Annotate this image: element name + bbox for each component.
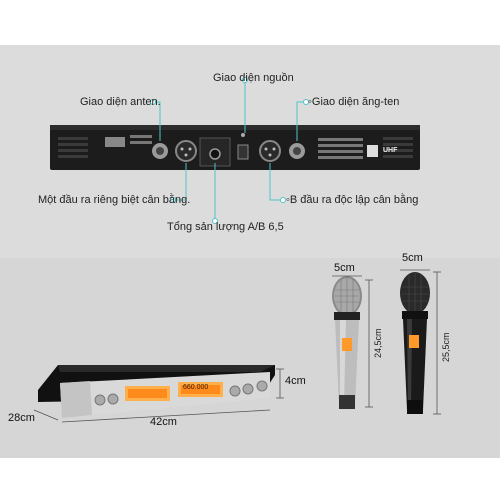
xlr-output-a [175, 140, 197, 162]
microphone-silver [332, 276, 362, 409]
receiver-front [38, 365, 275, 418]
dimension-mic2-diameter: 5cm [402, 252, 423, 264]
callout-balanced-ab: ◦B đầu ra độc lập cân bằng [286, 194, 419, 206]
dimension-depth: 28cm [8, 412, 35, 424]
callout-dots [150, 77, 309, 224]
uhf-badge: UHF [383, 147, 398, 154]
receiver-rear-panel [50, 125, 420, 170]
power-socket [237, 144, 249, 160]
receiver-dimension-lines [33, 368, 284, 423]
xlr-output-b [259, 140, 281, 162]
dimension-mic1-diameter: 5cm [334, 262, 355, 274]
callout-total-output: Tổng sản lượng A/B 6,5 [167, 221, 284, 233]
jack-output [209, 148, 221, 160]
dimension-mic2-length: 25,5cm [441, 332, 451, 362]
callout-balanced-separate: Một đầu ra riêng biệt cân bằng. [38, 194, 191, 206]
callout-power: Giao diện nguồn [213, 72, 294, 84]
display-readout: 660.000 [183, 384, 209, 391]
callout-antenna-right: ◦Giao diện ăng-ten [308, 96, 400, 108]
microphone-black [400, 272, 430, 414]
callout-antenna-left: Giao diện anten. [80, 96, 161, 108]
dimension-mic1-length: 24,5cm [373, 328, 383, 358]
dimension-width: 42cm [150, 416, 177, 428]
dimension-height: 4cm [285, 375, 306, 387]
